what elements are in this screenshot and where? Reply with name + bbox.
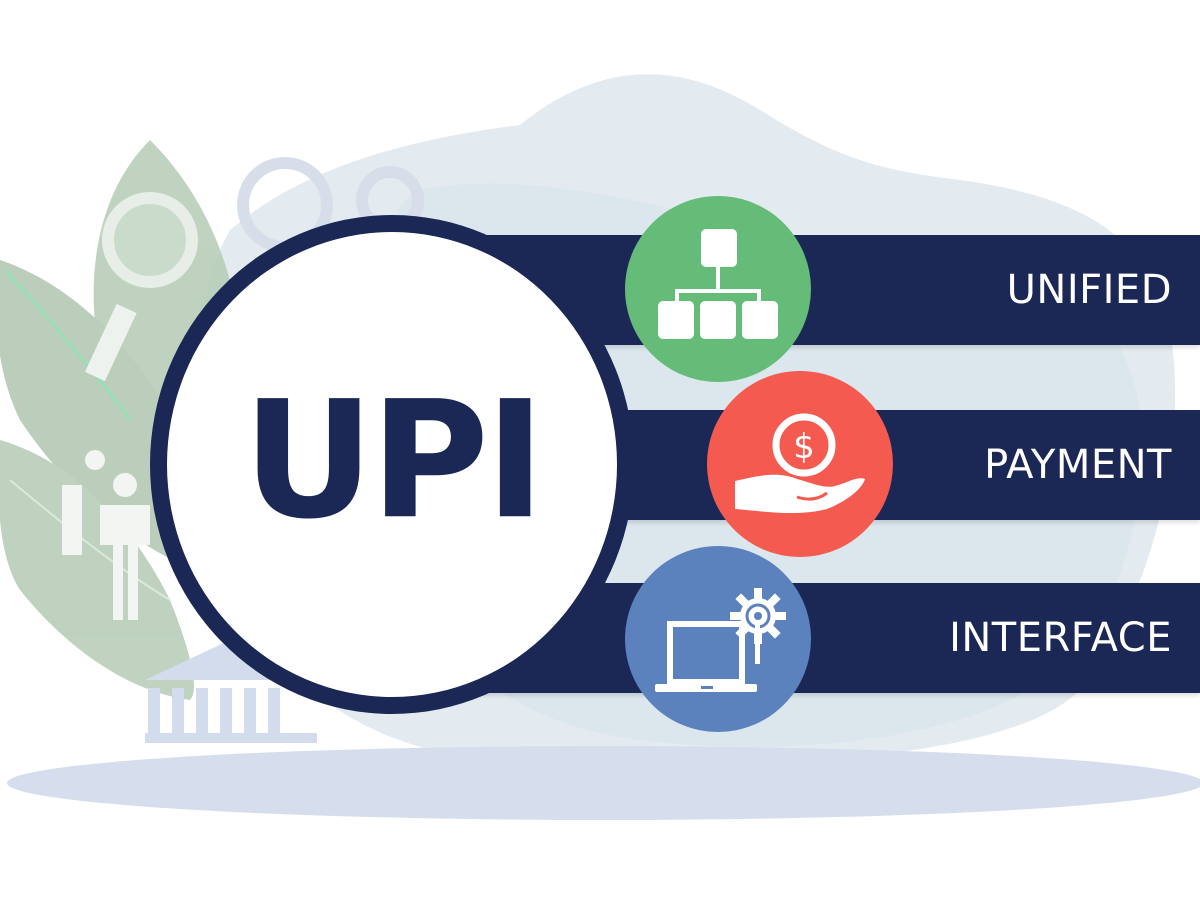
payment-badge: $: [707, 371, 893, 557]
laptop-gear-icon: [655, 588, 786, 692]
magnifier-icon: [84, 192, 198, 382]
unified-badge: [625, 196, 811, 382]
upi-title: UPI: [242, 366, 546, 555]
interface-label: INTERFACE: [949, 615, 1172, 661]
people-icon: [62, 450, 150, 620]
payment-label: PAYMENT: [984, 442, 1172, 488]
unified-label: UNIFIED: [1006, 267, 1172, 313]
hierarchy-icon: [658, 229, 778, 339]
coin-in-hand-icon: $: [735, 413, 865, 514]
upi-circle: UPI: [150, 215, 634, 714]
svg-text:$: $: [793, 427, 815, 467]
interface-badge: [625, 546, 811, 732]
